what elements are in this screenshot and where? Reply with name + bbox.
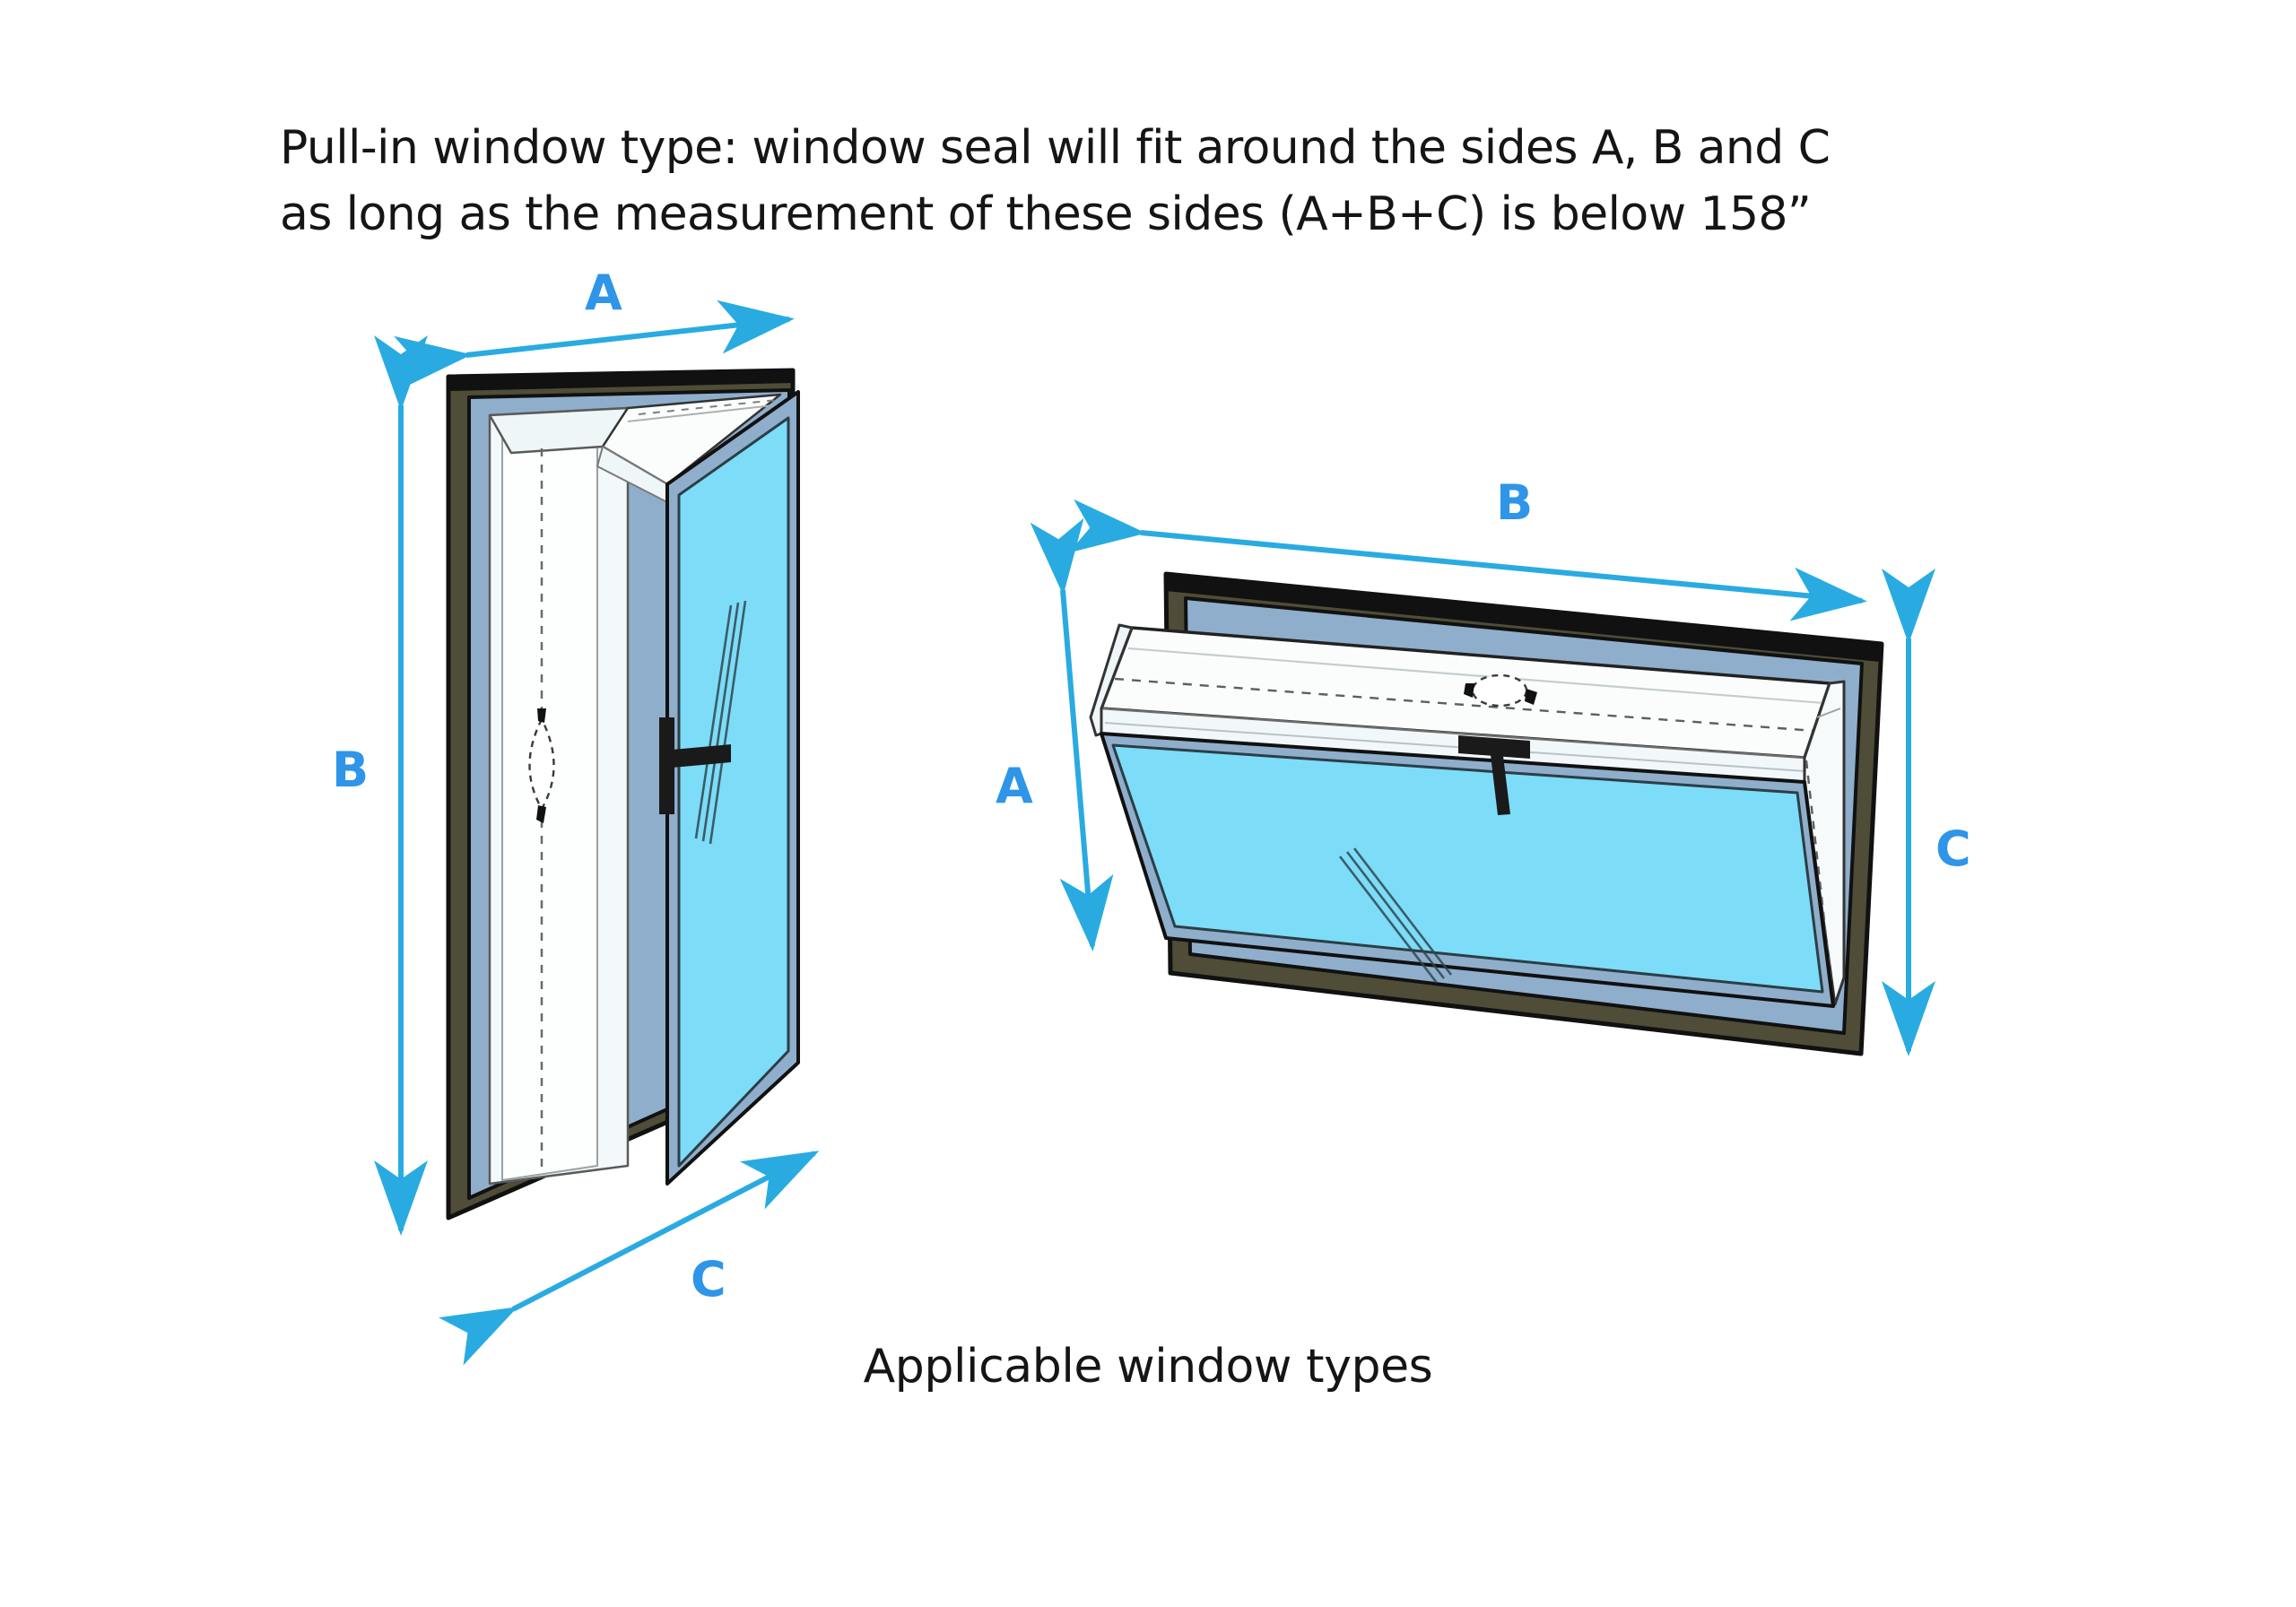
door-handle: [659, 717, 731, 814]
page-title: Pull-in window type: window seal will fi…: [280, 115, 2127, 248]
window-handle: [1458, 735, 1530, 815]
dimension-arrow-A-left: [394, 300, 795, 390]
dimension-arrow-C-left: [438, 1151, 820, 1366]
diagram-awning-window: [1030, 499, 1935, 1056]
glass-reflection: [694, 600, 747, 845]
title-line-2: as long as the measurement of these side…: [280, 187, 1812, 241]
glass-reflection: [1338, 847, 1453, 984]
door-inner-sash: [488, 406, 630, 1186]
dimension-arrow-B-right: [1068, 499, 1867, 621]
dimension-arrow-A-right: [1030, 517, 1114, 951]
dimension-label-B-right: B: [1496, 474, 1534, 531]
diagram-pull-in-door: [374, 300, 820, 1366]
dimension-label-B-left: B: [332, 742, 370, 798]
dimension-label-C-right: C: [1935, 821, 1971, 877]
door-header-sash: [596, 393, 782, 503]
dimension-label-A-left: A: [585, 265, 622, 321]
window-glass-leaf: [1100, 732, 1835, 1008]
glass-pane: [677, 416, 790, 1168]
hinge-lens-marker: [528, 708, 555, 823]
glass-pane: [1111, 743, 1824, 994]
dimension-label-C-left: C: [691, 1251, 726, 1307]
figure-caption: Applicable window types: [863, 1340, 1433, 1394]
title-line-1: Pull-in window type: window seal will fi…: [280, 121, 1831, 175]
dimension-label-A-right: A: [996, 758, 1033, 814]
hinge-lens-marker: [1464, 673, 1537, 708]
door-glass-leaf: [665, 390, 800, 1186]
